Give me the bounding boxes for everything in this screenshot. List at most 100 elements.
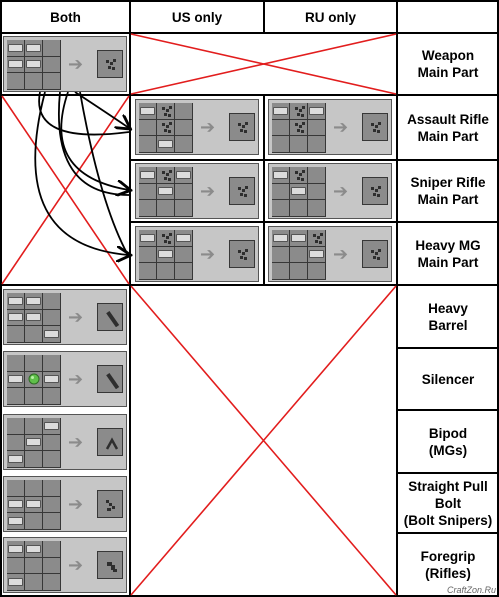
part-main-icon bbox=[160, 169, 172, 181]
crafting-slot bbox=[290, 183, 307, 200]
crafting-slot bbox=[43, 451, 60, 467]
crafting-slot bbox=[290, 230, 307, 246]
label-heavy-barrel: Heavy Barrel bbox=[428, 300, 468, 333]
crafting-grid bbox=[139, 103, 193, 153]
part-main-icon bbox=[293, 169, 305, 181]
crafting-arrow-icon: ➔ bbox=[68, 555, 84, 575]
iron-ingot-icon bbox=[176, 170, 191, 179]
crafting-grid bbox=[7, 418, 61, 468]
label-straight-pull-bolt: Straight Pull Bolt (Bolt Snipers) bbox=[403, 478, 493, 528]
header-us-only: US only bbox=[171, 9, 223, 25]
part-main-icon bbox=[160, 232, 172, 244]
iron-ingot-icon bbox=[140, 170, 155, 179]
crafting-arrow-icon: ➔ bbox=[200, 244, 216, 264]
header-both: Both bbox=[50, 9, 81, 25]
crafting-slot bbox=[43, 326, 60, 342]
part-main-icon bbox=[369, 121, 381, 133]
iron-ingot-icon bbox=[26, 60, 41, 69]
crafting-slot bbox=[139, 230, 156, 246]
not-applicable-crosses bbox=[1, 33, 397, 596]
recipe-sniper-rifle-us: ➔ bbox=[135, 163, 259, 219]
crafting-slot bbox=[43, 355, 60, 371]
crafting-slot bbox=[272, 167, 289, 183]
iron-ingot-icon bbox=[273, 106, 288, 115]
crafting-slot bbox=[43, 388, 60, 404]
crafting-slot bbox=[7, 371, 24, 388]
crafting-slot bbox=[139, 167, 156, 183]
crafting-slot bbox=[175, 200, 192, 216]
iron-ingot-icon bbox=[26, 296, 41, 305]
crafting-slot bbox=[175, 103, 192, 119]
crafting-slot bbox=[272, 200, 289, 216]
crafting-slot bbox=[308, 230, 325, 246]
crafting-slot bbox=[139, 200, 156, 216]
crafting-slot bbox=[157, 119, 174, 136]
crafting-arrow-icon: ➔ bbox=[68, 307, 84, 327]
crafting-slot bbox=[139, 103, 156, 119]
part-main-icon bbox=[311, 232, 323, 244]
crafting-slot bbox=[25, 309, 42, 326]
iron-ingot-icon bbox=[309, 106, 324, 115]
iron-ingot-icon bbox=[8, 313, 23, 322]
recipe-heavy-mg-ru: ➔ bbox=[268, 226, 392, 282]
iron-ingot-icon bbox=[273, 170, 288, 179]
crafting-slot bbox=[272, 246, 289, 263]
crafting-slot bbox=[272, 183, 289, 200]
crafting-arrow-icon: ➔ bbox=[333, 244, 349, 264]
crafting-grid bbox=[7, 480, 61, 530]
part-bipod-icon bbox=[104, 436, 119, 450]
crafting-slot bbox=[157, 103, 174, 119]
crafting-arrow-icon: ➔ bbox=[200, 181, 216, 201]
crafting-slot bbox=[25, 496, 42, 513]
crafting-slot bbox=[7, 557, 24, 574]
crafting-slot bbox=[7, 309, 24, 326]
iron-ingot-icon bbox=[8, 577, 23, 586]
crafting-slot bbox=[7, 496, 24, 513]
crafting-slot bbox=[157, 230, 174, 246]
crafting-slot bbox=[25, 40, 42, 56]
crafting-arrow-icon: ➔ bbox=[333, 117, 349, 137]
iron-ingot-icon bbox=[26, 544, 41, 553]
recipe-assault-rifle-us: ➔ bbox=[135, 99, 259, 155]
part-main-icon bbox=[369, 248, 381, 260]
iron-ingot-icon bbox=[8, 544, 23, 553]
crafting-slot bbox=[43, 309, 60, 326]
recipe-weapon-main-part: ➔ bbox=[3, 36, 127, 92]
crafting-slot bbox=[139, 136, 156, 152]
crafting-slot bbox=[25, 513, 42, 529]
crafting-slot bbox=[7, 293, 24, 309]
iron-ingot-icon bbox=[44, 375, 59, 384]
iron-ingot-icon bbox=[26, 313, 41, 322]
iron-ingot-icon bbox=[158, 187, 173, 196]
crafting-slot bbox=[25, 388, 42, 404]
crafting-slot bbox=[290, 136, 307, 152]
iron-ingot-icon bbox=[176, 233, 191, 242]
output-slot bbox=[229, 240, 255, 268]
crafting-grid bbox=[139, 230, 193, 280]
iron-ingot-icon bbox=[8, 454, 23, 463]
iron-ingot-icon bbox=[26, 43, 41, 52]
output-slot bbox=[229, 113, 255, 141]
crafting-slot bbox=[308, 167, 325, 183]
crafting-slot bbox=[25, 73, 42, 89]
crafting-slot bbox=[43, 418, 60, 434]
label-heavy-mg-main-part: Heavy MG Main Part bbox=[415, 237, 481, 270]
part-main-icon bbox=[236, 185, 248, 197]
label-weapon-main-part: Weapon Main Part bbox=[417, 48, 479, 80]
crafting-slot bbox=[272, 119, 289, 136]
crafting-slot bbox=[25, 418, 42, 434]
crafting-slot bbox=[290, 263, 307, 279]
iron-ingot-icon bbox=[8, 516, 23, 525]
recipe-silencer: ➔ bbox=[3, 351, 127, 407]
output-slot bbox=[97, 365, 123, 393]
crafting-slot bbox=[290, 119, 307, 136]
crafting-slot bbox=[43, 557, 60, 574]
iron-ingot-icon bbox=[8, 500, 23, 509]
iron-ingot-icon bbox=[8, 296, 23, 305]
iron-ingot-icon bbox=[291, 187, 306, 196]
output-slot bbox=[97, 551, 123, 579]
crafting-slot bbox=[25, 480, 42, 496]
crafting-slot bbox=[272, 230, 289, 246]
